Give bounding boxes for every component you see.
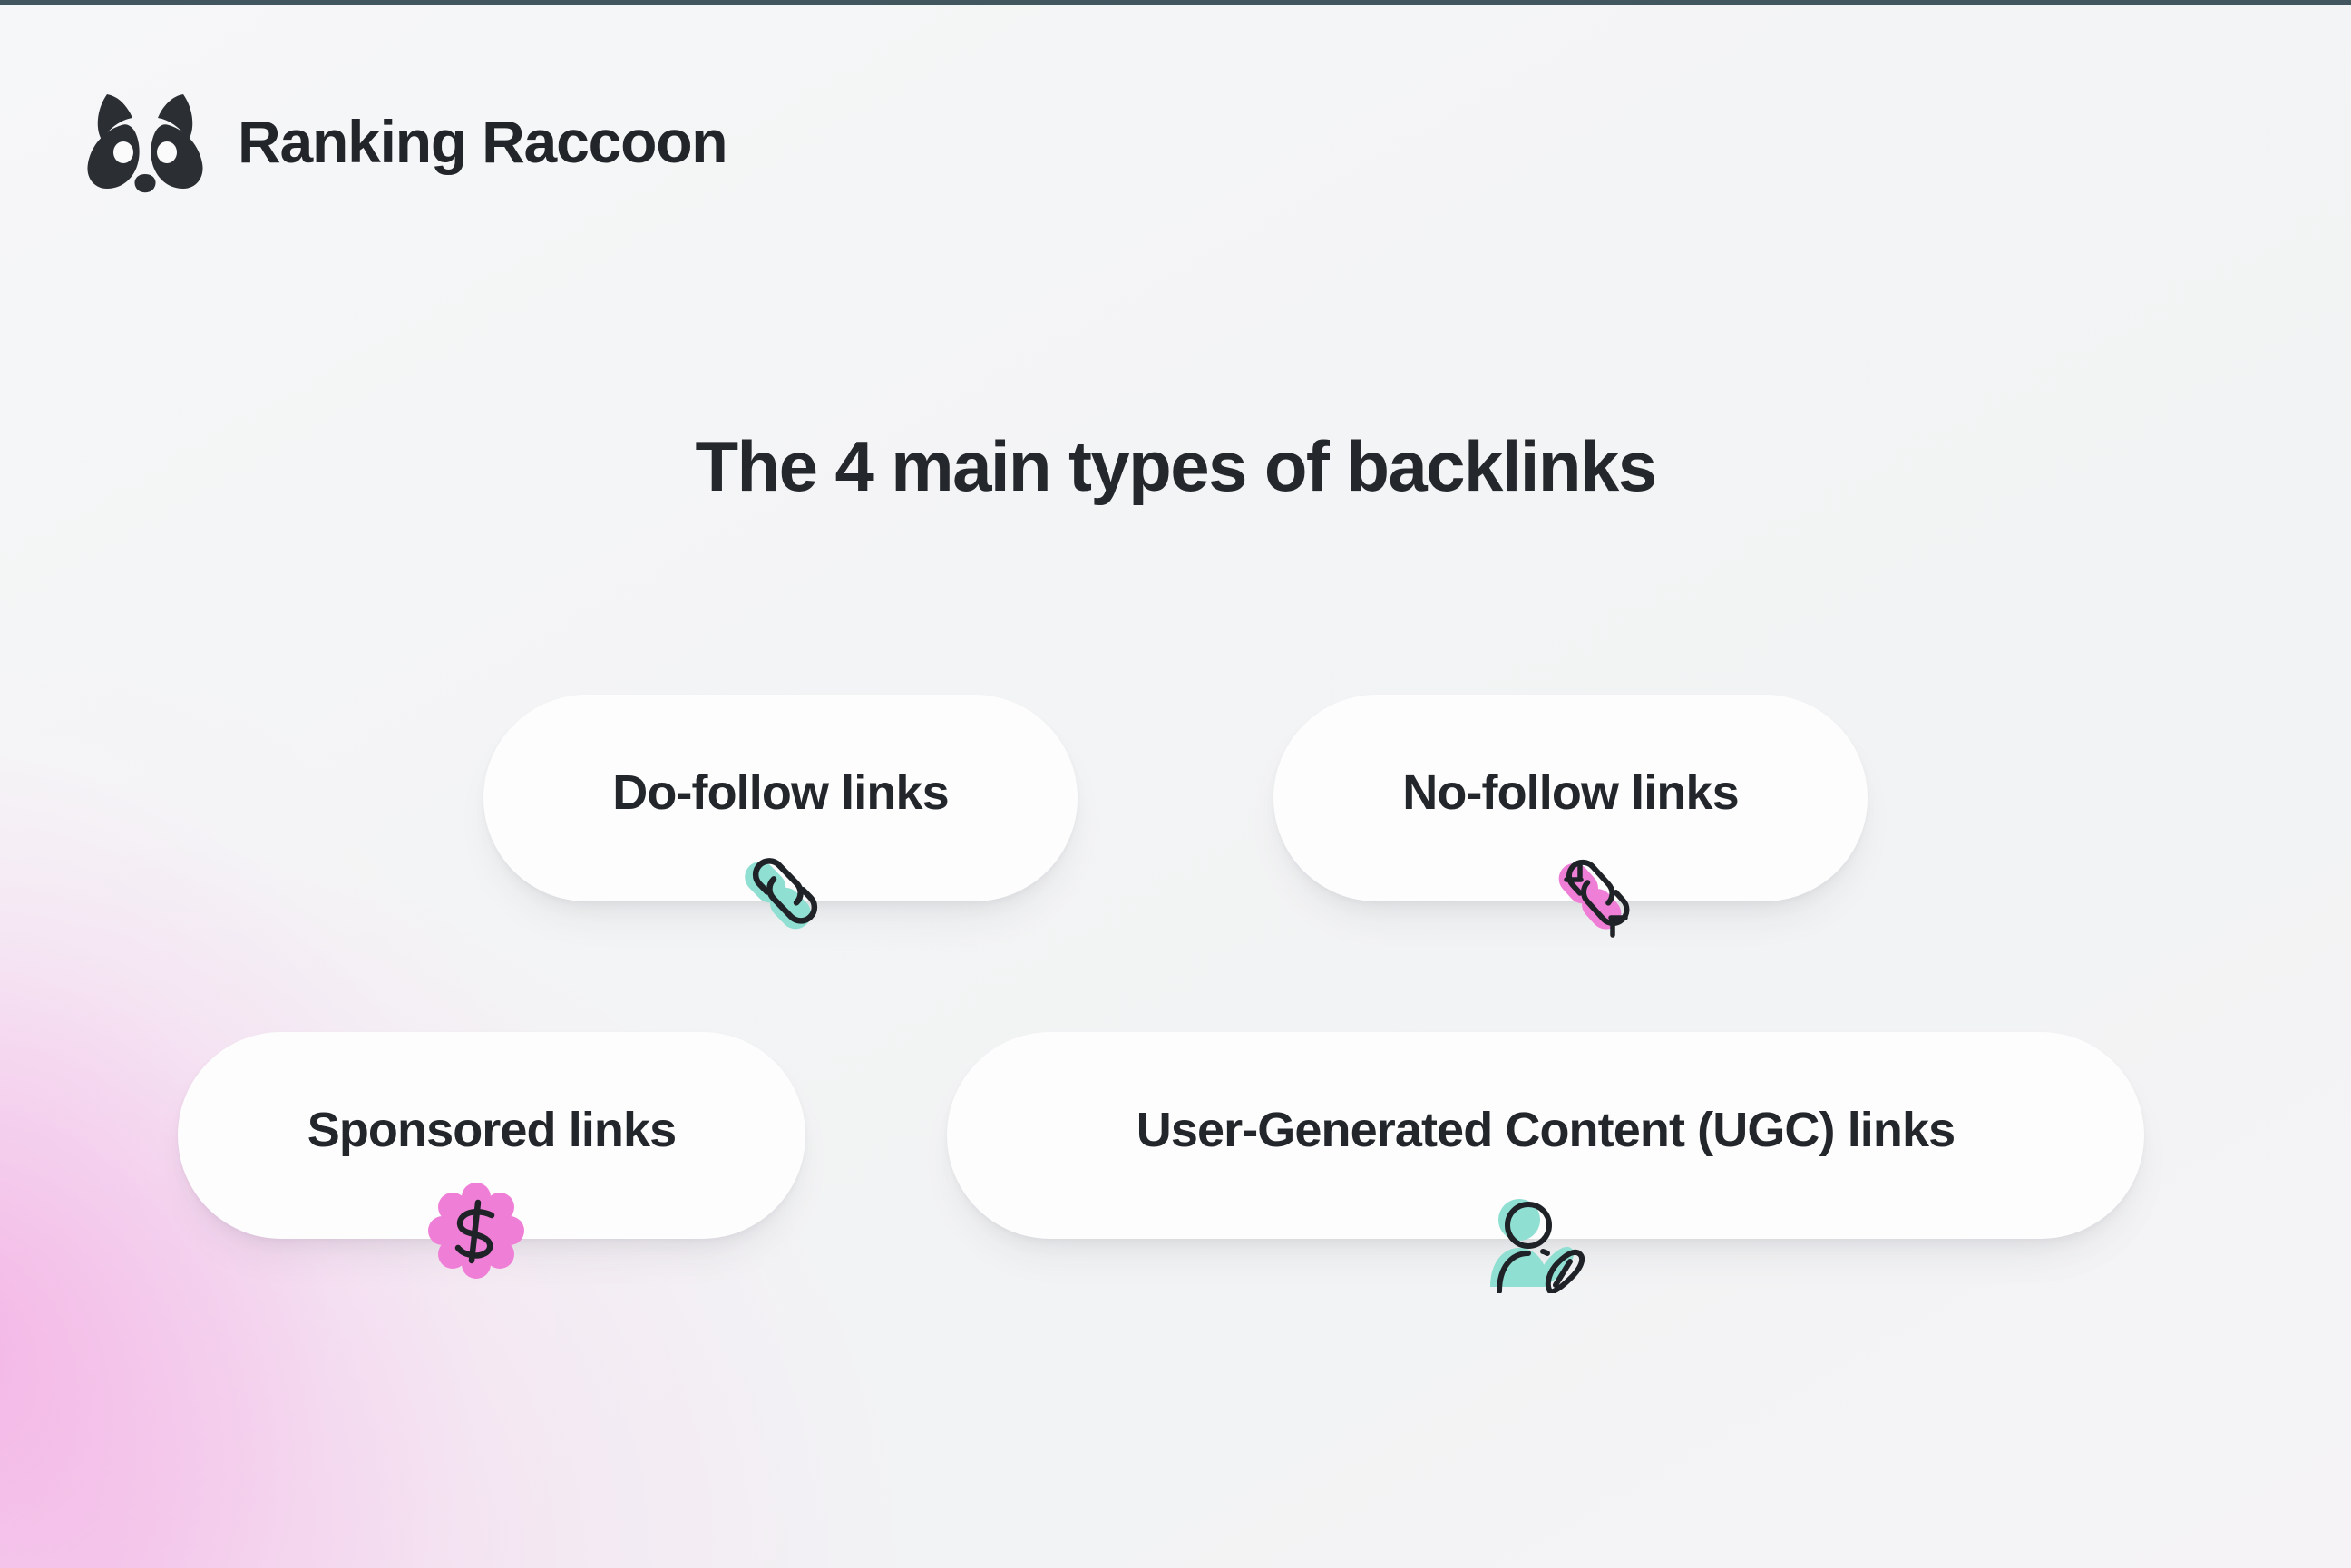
card-label: Sponsored links	[307, 1103, 677, 1157]
card-label: Do-follow links	[612, 765, 949, 820]
raccoon-face-icon	[80, 87, 210, 196]
page-title: The 4 main types of backlinks	[695, 426, 1658, 506]
card-ugc-links[interactable]: User-Generated Content (UGC) links	[947, 1032, 2144, 1239]
card-label: No-follow links	[1402, 765, 1739, 820]
card-no-follow-links[interactable]: No-follow links	[1273, 695, 1868, 901]
card-label: User-Generated Content (UGC) links	[1136, 1103, 1956, 1157]
card-do-follow-links[interactable]: Do-follow links	[483, 695, 1078, 901]
top-accent-bar	[0, 0, 2351, 5]
card-sponsored-links[interactable]: Sponsored links	[178, 1032, 805, 1239]
brand-lockup: Ranking Raccoon	[80, 87, 728, 196]
brand-name: Ranking Raccoon	[238, 108, 728, 175]
